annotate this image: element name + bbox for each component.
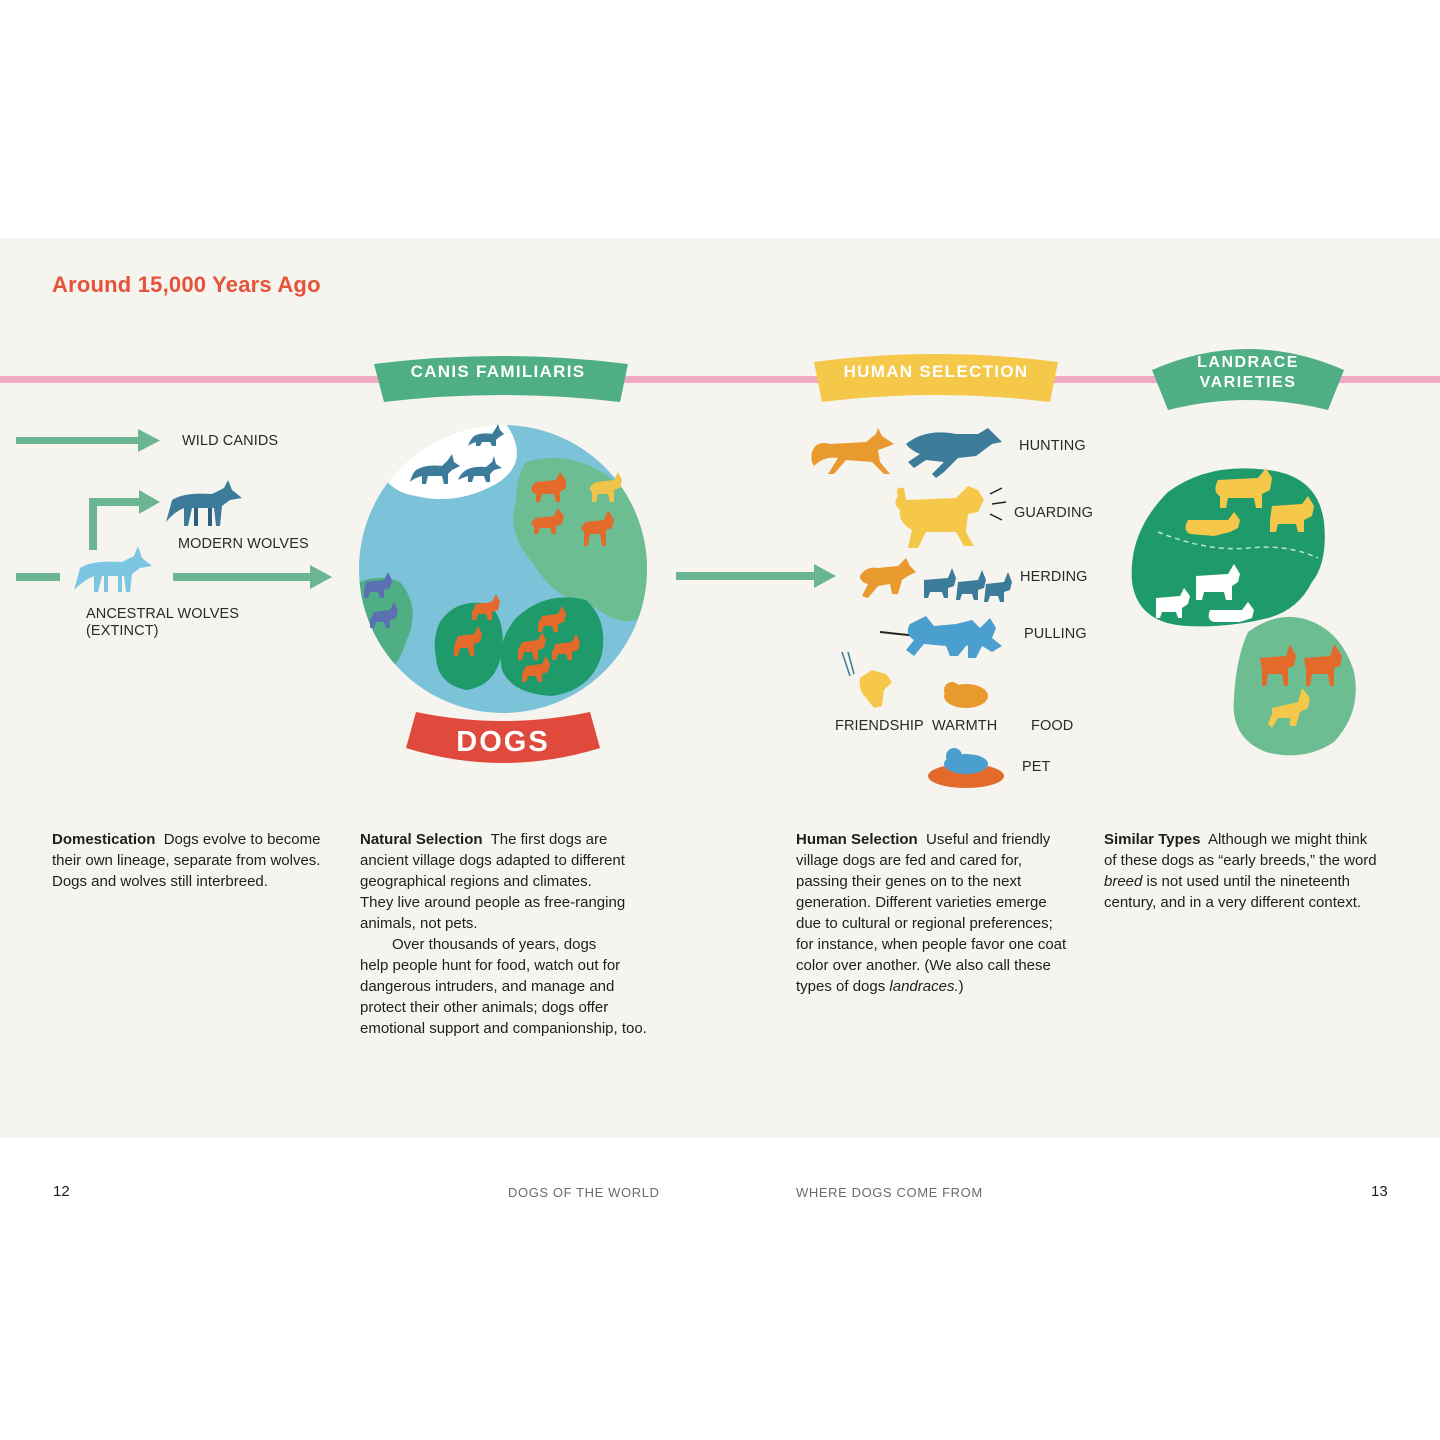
dog-icon bbox=[364, 572, 398, 628]
label-herding: HERDING bbox=[1020, 569, 1088, 585]
banner-dogs-label: DOGS bbox=[456, 726, 550, 758]
banner-landrace-varieties bbox=[1152, 349, 1344, 410]
label-wild-canids: WILD CANIDS bbox=[182, 433, 279, 449]
dog-icon bbox=[1185, 468, 1314, 536]
dog-icon bbox=[454, 594, 580, 682]
banner-dogs bbox=[406, 712, 600, 763]
column-human-selection: Human Selection Useful and friendly vill… bbox=[796, 831, 1067, 995]
banner-canis-familiaris bbox=[374, 356, 628, 402]
label-hunting: HUNTING bbox=[1019, 438, 1086, 454]
dog-icon bbox=[906, 616, 1002, 658]
banner-canis-familiaris-label: CANIS FAMILIARIS bbox=[410, 362, 586, 381]
timeline-rule bbox=[0, 376, 1440, 383]
label-ancestral-wolves: ANCESTRAL WOLVES (EXTINCT) bbox=[86, 606, 240, 640]
dog-icon bbox=[1268, 688, 1310, 728]
running-head-left: DOGS OF THE WORLD bbox=[508, 1185, 660, 1200]
dog-icon bbox=[906, 428, 1002, 478]
dog-icon bbox=[531, 472, 614, 546]
column-domestication: Domestication Dogs evolve to become thei… bbox=[52, 831, 321, 890]
column-similar-types: Similar Types Although we might think of… bbox=[1104, 831, 1377, 911]
dog-icon bbox=[860, 558, 916, 598]
globe-illustration bbox=[359, 424, 647, 713]
dog-icon bbox=[589, 472, 622, 502]
label-food: FOOD bbox=[1031, 718, 1074, 734]
column-natural-selection: Natural Selection The first dogs are anc… bbox=[360, 831, 647, 1037]
dog-icon bbox=[859, 670, 892, 708]
lineage-arrows bbox=[16, 429, 332, 589]
label-friendship: FRIENDSHIP bbox=[835, 718, 924, 734]
page-number-left: 12 bbox=[53, 1183, 70, 1200]
page-title: Around 15,000 Years Ago bbox=[52, 272, 321, 297]
human-selection-illustrations bbox=[811, 428, 1012, 788]
arrow-icon bbox=[16, 429, 332, 589]
dog-icon bbox=[811, 428, 894, 474]
wolf-icon bbox=[166, 480, 242, 526]
landrace-map-illustration bbox=[1131, 468, 1356, 756]
wolf-icon bbox=[410, 424, 504, 484]
dog-icon bbox=[928, 748, 1004, 788]
dog-icon bbox=[1260, 644, 1342, 686]
page-number-right: 13 bbox=[1371, 1183, 1388, 1200]
dog-icon bbox=[944, 682, 988, 708]
banner-landrace-varieties-label: LANDRACE VARIETIES bbox=[1197, 354, 1299, 391]
arrow-icon bbox=[676, 564, 836, 588]
label-pulling: PULLING bbox=[1024, 626, 1087, 642]
dog-icon bbox=[924, 568, 1012, 602]
dog-icon bbox=[1156, 564, 1254, 622]
dog-icon bbox=[895, 486, 984, 548]
wolf-icon bbox=[74, 546, 152, 592]
label-modern-wolves: MODERN WOLVES bbox=[178, 536, 309, 552]
banner-human-selection-label: HUMAN SELECTION bbox=[843, 362, 1029, 381]
label-guarding: GUARDING bbox=[1014, 505, 1093, 521]
running-head-right: WHERE DOGS COME FROM bbox=[796, 1185, 983, 1200]
label-pet: PET bbox=[1022, 759, 1051, 775]
label-warmth: WARMTH bbox=[932, 718, 998, 734]
banner-human-selection bbox=[814, 354, 1058, 402]
